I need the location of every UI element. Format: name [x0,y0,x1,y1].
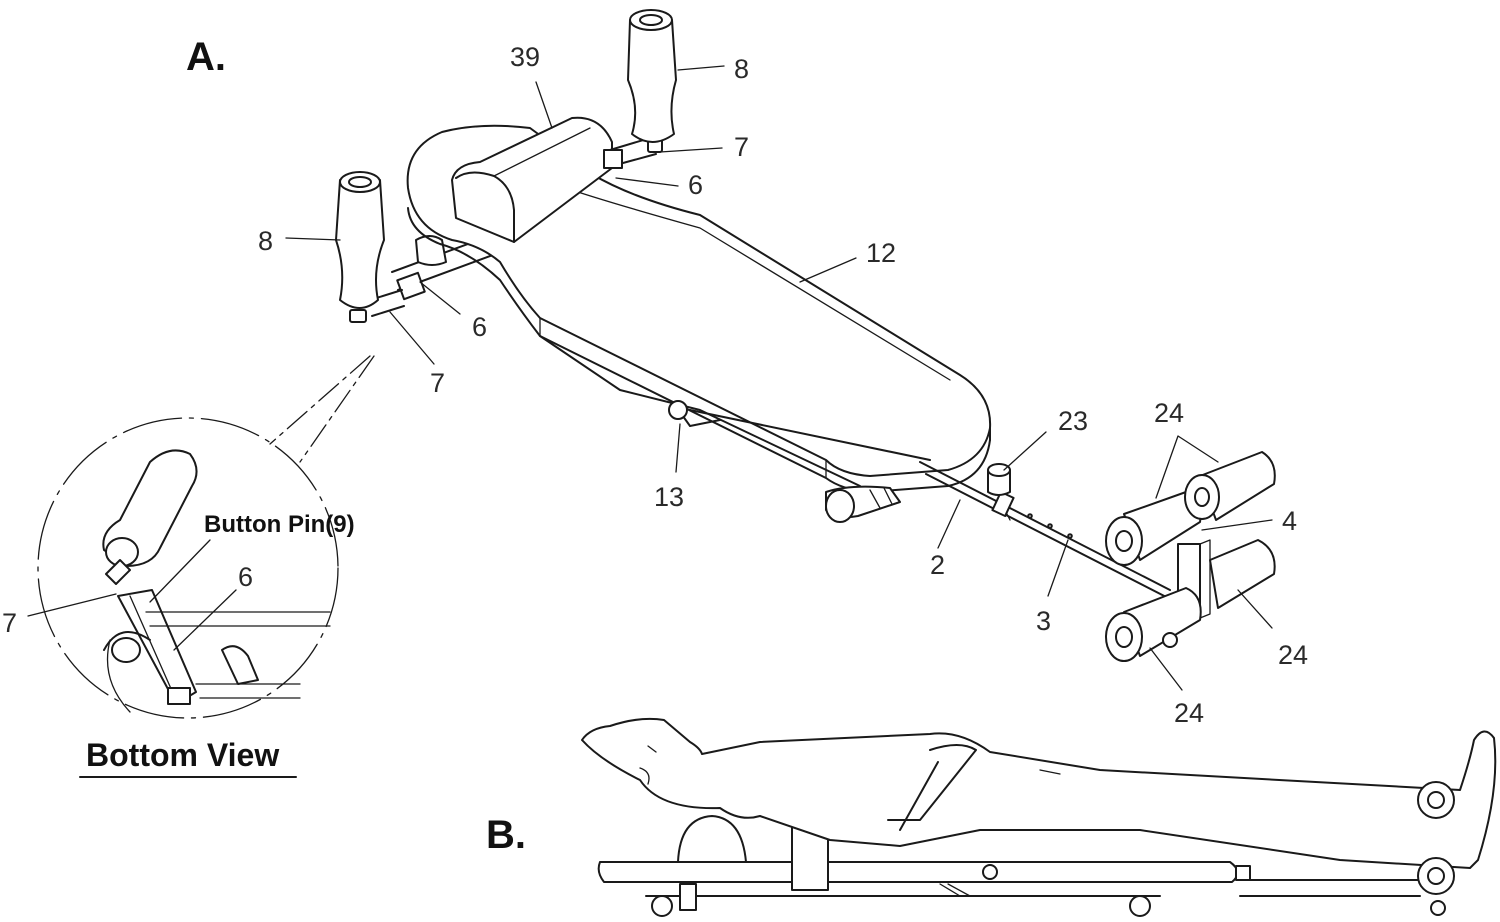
foot-roller-bottom-right [1209,539,1276,609]
callout-24-right: 24 [1278,640,1308,670]
foot-roller-top-right [1184,451,1276,521]
inset-callout-7: 7 [2,608,17,638]
callout-12: 12 [866,238,896,268]
callout-7-top: 7 [734,132,749,162]
bottom-view-title: Bottom View [86,737,279,773]
figure-b-label: B. [486,813,526,857]
callout-7-mid: 7 [430,368,445,398]
callout-13: 13 [654,482,684,512]
figure-a-label: A. [186,35,226,79]
callout-3: 3 [1036,606,1051,636]
foot-roller-bottom-left [1105,587,1202,662]
callout-2: 2 [930,550,945,580]
inset-callout-6: 6 [238,562,253,592]
inset-bottom-view [27,417,339,778]
foot-roller-top-left [1105,491,1202,566]
callout-4: 4 [1282,506,1297,536]
callout-8-top: 8 [734,54,749,84]
callout-6-mid: 6 [472,312,487,342]
callout-24-top: 24 [1154,398,1184,428]
button-pin-label: Button Pin(9) [204,511,355,538]
person-on-bench-drawing [581,717,1497,917]
leader-lines [269,65,1273,691]
callout-6-top: 6 [688,170,703,200]
bench-drawing [335,9,1276,662]
callout-39: 39 [510,42,540,72]
callout-8-left: 8 [258,226,273,256]
callout-24-bottom: 24 [1174,698,1204,728]
callout-23: 23 [1058,406,1088,436]
